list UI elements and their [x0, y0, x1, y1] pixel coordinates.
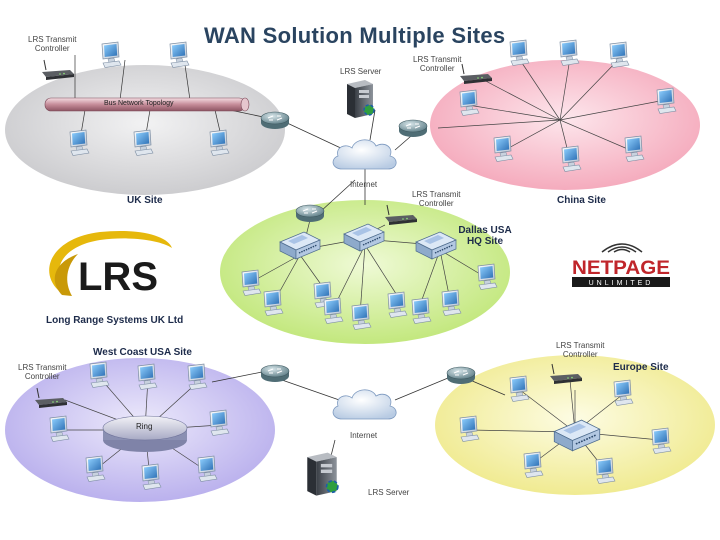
router-icon — [398, 119, 428, 138]
westcoast-ring — [102, 415, 188, 452]
transmit-controller-label-line2: Controller — [418, 198, 454, 208]
transmit-controller-label-line2: Controller — [562, 349, 598, 359]
workstation-icon — [89, 361, 110, 388]
workstation-icon — [141, 463, 162, 490]
lrs-server-label: LRS Server — [340, 67, 382, 76]
workstation-icon — [509, 39, 530, 66]
netpage-logo-subtext: UNLIMITED — [589, 280, 654, 287]
workstation-icon — [459, 89, 480, 116]
workstation-icon — [561, 145, 582, 172]
workstation-icon — [477, 263, 498, 290]
transmit-controller-label-line1: LRS Transmit — [18, 363, 67, 372]
netpage-logo: NETPAGE UNLIMITED — [572, 243, 670, 287]
china-site-label: China Site — [557, 195, 606, 206]
uk-site-label: UK Site — [127, 195, 163, 206]
workstation-icon — [595, 457, 616, 484]
transmit-controller-label: LRS Transmit Controller — [412, 190, 461, 209]
transmit-controller-label-line1: LRS Transmit — [412, 190, 461, 199]
workstation-icon — [651, 427, 672, 454]
workstation-icon — [493, 135, 514, 162]
router-icon — [260, 111, 290, 130]
workstation-icon — [351, 303, 372, 330]
bus-topology-label: Bus Network Topology — [104, 100, 174, 107]
lrs-logo-text: LRS — [78, 255, 158, 299]
lrs-logo: LRS — [49, 230, 173, 299]
workstation-icon — [411, 297, 432, 324]
transmit-controller-label-line1: LRS Transmit — [556, 341, 605, 350]
workstation-icon — [387, 291, 408, 318]
workstation-icon — [624, 135, 645, 162]
workstation-icon — [137, 363, 158, 390]
ring-label: Ring — [136, 422, 153, 431]
westcoast-site-label: West Coast USA Site — [93, 347, 192, 358]
workstation-icon — [609, 41, 630, 68]
router-icon — [295, 204, 325, 223]
transmit-controller-icon — [41, 59, 75, 81]
workstation-icon — [209, 129, 230, 156]
europe-site-label: Europe Site — [613, 362, 669, 373]
transmit-controller-label-line2: Controller — [24, 371, 60, 381]
workstation-icon — [613, 379, 634, 406]
lrs-server-icon — [346, 79, 375, 119]
transmit-controller-label-line1: LRS Transmit — [413, 55, 462, 64]
workstation-icon — [197, 455, 218, 482]
workstation-icon — [69, 129, 90, 156]
internet-cloud-icon — [332, 139, 397, 170]
workstation-icon — [209, 409, 230, 436]
transmit-controller-label: LRS Transmit Controller — [18, 363, 67, 382]
workstation-icon — [559, 39, 580, 66]
router-icon — [446, 366, 476, 385]
router-icon — [260, 364, 290, 383]
page-title: WAN Solution Multiple Sites — [204, 23, 506, 48]
internet-label: Internet — [350, 180, 378, 189]
internet-label: Internet — [350, 431, 378, 440]
transmit-controller-label-line1: LRS Transmit — [28, 35, 77, 44]
workstation-icon — [323, 297, 344, 324]
workstation-icon — [101, 41, 122, 68]
workstation-icon — [441, 289, 462, 316]
workstation-icon — [459, 415, 480, 442]
transmit-controller-label-line2: Controller — [419, 63, 455, 73]
workstation-icon — [49, 415, 70, 442]
workstation-icon — [85, 455, 106, 482]
wan-links — [211, 109, 506, 461]
workstation-icon — [263, 289, 284, 316]
uk-bus — [44, 97, 250, 112]
workstation-icon — [241, 269, 262, 296]
workstation-icon — [133, 129, 154, 156]
transmit-controller-label: LRS Transmit Controller — [413, 55, 462, 74]
dallas-site-zone — [220, 200, 510, 344]
transmit-controller-label: LRS Transmit Controller — [28, 35, 77, 54]
lrs-server-icon — [306, 451, 339, 497]
workstation-icon — [169, 41, 190, 68]
workstation-icon — [656, 87, 677, 114]
internet-cloud-icon — [332, 389, 397, 420]
lrs-server-label: LRS Server — [368, 488, 410, 497]
transmit-controller-label: LRS Transmit Controller — [556, 341, 605, 360]
china-links — [437, 57, 666, 161]
workstation-icon — [509, 375, 530, 402]
netpage-logo-text: NETPAGE — [572, 258, 670, 279]
company-name: Long Range Systems UK Ltd — [46, 315, 184, 326]
workstation-icon — [523, 451, 544, 478]
uk-site-zone — [5, 65, 285, 195]
dallas-site-label: Dallas USA HQ Site — [458, 225, 512, 247]
workstation-icon — [187, 363, 208, 390]
transmit-controller-label-line2: Controller — [34, 43, 70, 53]
